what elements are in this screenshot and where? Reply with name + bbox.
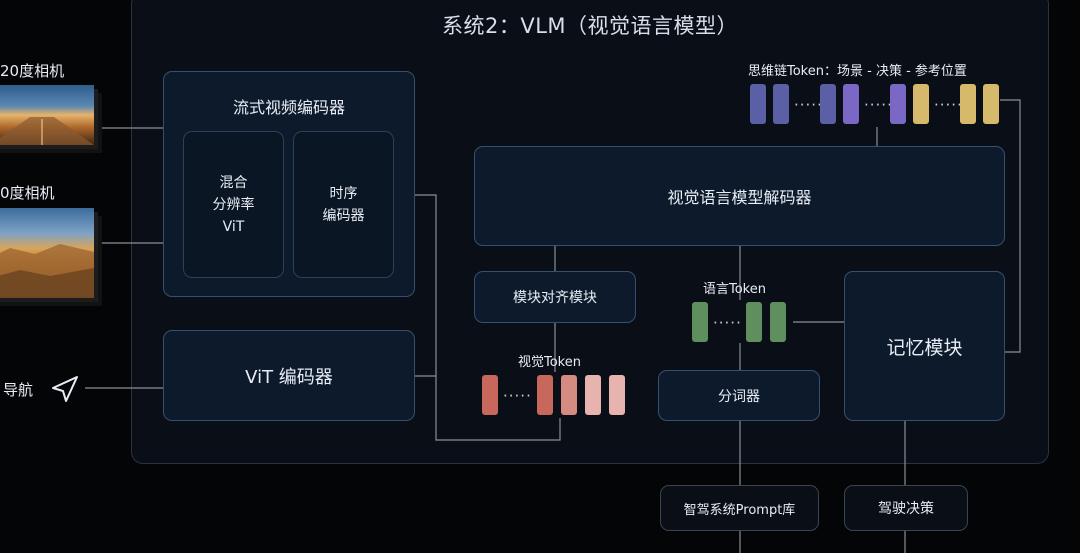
position-token	[913, 84, 929, 124]
token-ellipsis: ·····	[794, 96, 823, 114]
language-token	[770, 302, 786, 342]
alignment-module: 模块对齐模块	[474, 271, 636, 323]
vit-encoder-label: ViT 编码器	[245, 366, 333, 388]
scene-token	[773, 84, 789, 124]
scene-token	[750, 84, 766, 124]
camera-image-20deg	[0, 85, 94, 145]
language-token	[746, 302, 762, 342]
navigation-label: 导航	[3, 381, 34, 399]
diagram-title: 系统2：VLM（视觉语言模型）	[441, 14, 739, 38]
tokenizer: 分词器	[658, 370, 820, 421]
token-ellipsis: ·····	[713, 314, 742, 332]
vlm-decoder-label: 视觉语言模型解码器	[667, 188, 812, 207]
road-scene-image	[0, 117, 94, 145]
decision-token	[890, 84, 906, 124]
driving-decision-label: 驾驶决策	[878, 501, 934, 517]
temporal-encoder: 时序 编码器	[293, 131, 394, 278]
prompt-library: 智驾系统Prompt库	[660, 485, 819, 531]
token-ellipsis: ·····	[503, 387, 532, 405]
vit-encoder: ViT 编码器	[163, 330, 415, 421]
position-token	[983, 84, 999, 124]
position-token	[960, 84, 976, 124]
tokenizer-label: 分词器	[718, 388, 760, 405]
language-token-label: 语言Token	[703, 282, 766, 297]
visual-token	[561, 375, 577, 415]
token-ellipsis: ·····	[864, 96, 893, 114]
scene-token	[820, 84, 836, 124]
navigation-arrow-icon	[50, 374, 80, 408]
visual-token-label: 视觉Token	[518, 355, 581, 370]
camera-image-0deg	[0, 208, 94, 298]
prompt-library-label: 智驾系统Prompt库	[683, 502, 796, 518]
alignment-module-label: 模块对齐模块	[513, 290, 597, 306]
driving-decision: 驾驶决策	[844, 485, 968, 531]
vlm-decoder: 视觉语言模型解码器	[474, 146, 1005, 246]
visual-token	[537, 375, 553, 415]
visual-token	[609, 375, 625, 415]
memory-module: 记忆模块	[844, 271, 1005, 421]
temporal-encoder-label: 时序 编码器	[322, 185, 365, 224]
language-token	[692, 302, 708, 342]
visual-token	[482, 375, 498, 415]
memory-module-label: 记忆模块	[886, 336, 963, 359]
visual-token	[585, 375, 601, 415]
mixed-resolution-vit-label: 混合 分辨率 ViT	[212, 174, 255, 235]
token-ellipsis: ·····	[934, 96, 963, 114]
cot-token-label: 思维链Token：场景 - 决策 - 参考位置	[748, 64, 967, 79]
mixed-resolution-vit: 混合 分辨率 ViT	[183, 131, 284, 278]
desert-scene-image	[0, 244, 94, 298]
streaming-video-encoder-label: 流式视频编码器	[232, 98, 345, 117]
camera-label-20deg: 20度相机	[0, 62, 65, 80]
camera-label-0deg: 0度相机	[0, 184, 55, 202]
decision-token	[843, 84, 859, 124]
